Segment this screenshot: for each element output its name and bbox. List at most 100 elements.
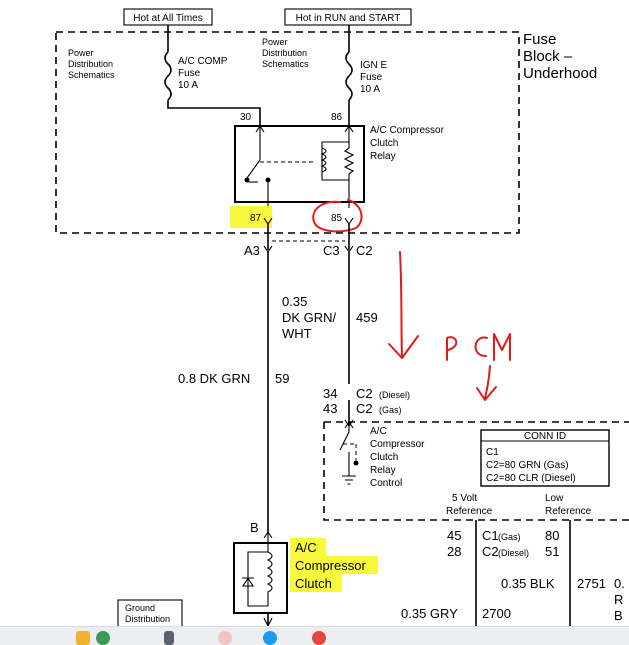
hot-run-start-label: Hot in RUN and START	[296, 13, 401, 24]
relay-coil	[320, 147, 327, 173]
app-icon[interactable]	[164, 631, 174, 645]
clutch-diode	[242, 576, 254, 587]
svg-text:34: 34	[323, 386, 337, 401]
pcm-handwritten-p	[446, 336, 458, 361]
svg-text:45: 45	[447, 528, 461, 543]
right-fuse-symbol	[345, 51, 353, 101]
svg-text:Ground: Ground	[125, 603, 155, 613]
svg-text:0.35 BLK: 0.35 BLK	[501, 576, 555, 591]
relay-switch-arm	[246, 159, 261, 179]
svg-text:A/C Compressor: A/C Compressor	[370, 125, 445, 136]
svg-text:C2=80 GRN (Gas): C2=80 GRN (Gas)	[486, 460, 569, 471]
connector-c2: C2	[356, 243, 373, 258]
svg-text:Low: Low	[545, 493, 564, 504]
fuse-block-outline	[55, 31, 520, 234]
left-fuse-symbol	[164, 51, 172, 101]
svg-text:51: 51	[545, 544, 559, 559]
app-icon[interactable]	[218, 631, 232, 645]
hot-run-start-box	[284, 8, 412, 26]
svg-text:WHT: WHT	[282, 326, 312, 341]
svg-text:459: 459	[356, 310, 378, 325]
svg-text:Schematics: Schematics	[262, 59, 309, 69]
svg-text:C1: C1	[482, 528, 499, 543]
svg-text:10 A: 10 A	[178, 80, 198, 91]
pcm-module-outline	[323, 421, 629, 521]
svg-text:30: 30	[240, 112, 252, 123]
svg-text:0.8 DK GRN: 0.8 DK GRN	[178, 371, 250, 386]
svg-text:(Gas): (Gas)	[498, 532, 521, 542]
pin85-circle-annotation	[312, 199, 363, 233]
taskbar	[0, 626, 629, 645]
connector-a3: A3	[244, 243, 260, 258]
svg-text:(Diesel): (Diesel)	[379, 390, 410, 400]
red-arrow-annotation	[399, 251, 403, 357]
svg-text:86: 86	[331, 112, 343, 123]
svg-text:Distribution: Distribution	[68, 59, 113, 69]
svg-text:DK GRN/: DK GRN/	[282, 310, 337, 325]
svg-text:Distribution: Distribution	[262, 48, 307, 58]
pcm-handwritten-m	[493, 333, 511, 361]
clutch-label-2: Compressor	[295, 558, 366, 573]
svg-text:A/C COMP: A/C COMP	[178, 56, 228, 67]
fuse-block-title-2: Block –	[523, 48, 573, 65]
svg-text:0.35 GRY: 0.35 GRY	[401, 606, 458, 621]
connector-b: B	[250, 520, 259, 535]
svg-text:R: R	[614, 592, 623, 607]
svg-text:IGN E: IGN E	[360, 60, 388, 71]
svg-text:Clutch: Clutch	[370, 138, 398, 149]
svg-text:C2=80 CLR (Diesel): C2=80 CLR (Diesel)	[486, 473, 576, 484]
svg-text:Reference: Reference	[446, 506, 493, 517]
svg-text:C1: C1	[486, 447, 499, 458]
svg-text:Distribution: Distribution	[125, 614, 170, 624]
svg-text:B: B	[614, 608, 623, 623]
fuse-block-title-1: Fuse	[523, 31, 556, 48]
svg-text:0.35: 0.35	[282, 294, 307, 309]
svg-text:C2: C2	[356, 386, 373, 401]
svg-text:10 A: 10 A	[360, 84, 380, 95]
svg-text:80: 80	[545, 528, 559, 543]
pcm-handwritten-c	[474, 336, 488, 357]
svg-text:Fuse: Fuse	[360, 72, 383, 83]
connector-c3: C3	[323, 243, 340, 258]
svg-text:59: 59	[275, 371, 289, 386]
clutch-label-3: Clutch	[295, 576, 332, 591]
relay-box	[234, 125, 365, 203]
svg-text:Relay: Relay	[370, 465, 396, 476]
app-icon[interactable]	[76, 631, 90, 645]
svg-text:2700: 2700	[482, 606, 511, 621]
svg-text:C2: C2	[356, 401, 373, 416]
svg-text:87: 87	[250, 213, 262, 224]
red-arrow-annotation-2	[476, 365, 497, 401]
pcm-relay-control-switch	[339, 422, 350, 451]
pcm-ground-symbol	[342, 452, 356, 485]
fuse-block-title-3: Underhood	[523, 65, 597, 82]
pin87-highlight	[230, 206, 272, 228]
app-icon[interactable]	[263, 631, 277, 645]
svg-text:2751: 2751	[577, 576, 606, 591]
svg-text:Power: Power	[68, 48, 94, 58]
svg-text:(Gas): (Gas)	[379, 405, 402, 415]
app-icon[interactable]	[96, 631, 110, 645]
conn-id-table	[480, 429, 610, 487]
svg-text:CONN ID: CONN ID	[524, 431, 566, 442]
compressor-clutch-box	[233, 542, 288, 614]
svg-text:Compressor: Compressor	[370, 439, 425, 450]
svg-text:Schematics: Schematics	[68, 70, 115, 80]
svg-text:85: 85	[331, 213, 343, 224]
clutch-label-1: A/C	[295, 540, 317, 555]
svg-text:Clutch: Clutch	[370, 452, 398, 463]
svg-text:Control: Control	[370, 478, 402, 489]
svg-text:Fuse: Fuse	[178, 68, 201, 79]
svg-text:C2: C2	[482, 544, 499, 559]
svg-text:0.: 0.	[614, 576, 625, 591]
svg-text:43: 43	[323, 401, 337, 416]
relay-resistor	[343, 142, 355, 180]
svg-text:A/C: A/C	[370, 426, 387, 437]
hot-all-times-label: Hot at All Times	[133, 13, 202, 24]
svg-text:5 Volt: 5 Volt	[452, 493, 477, 504]
svg-text:Relay: Relay	[370, 151, 396, 162]
chrome-icon[interactable]	[312, 631, 326, 645]
svg-text:Reference: Reference	[545, 506, 592, 517]
svg-text:Power: Power	[262, 37, 288, 47]
